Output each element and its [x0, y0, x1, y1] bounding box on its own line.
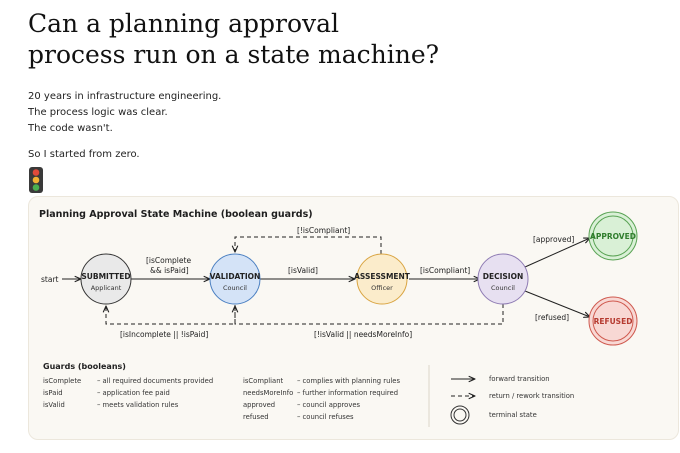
state-refused: REFUSED: [588, 296, 638, 346]
guard-description: – meets validation rules: [97, 401, 179, 409]
state-submitted-shape: [80, 253, 132, 305]
edge-label-assessment-validation: [!isCompliant]: [297, 226, 350, 235]
state-assessment-title: ASSESSMENT: [354, 272, 411, 281]
state-refused-shape: [588, 296, 638, 346]
traffic-light-icon: [28, 166, 44, 198]
guard-key: approved: [243, 401, 275, 409]
intro-closing: So I started from zero.: [28, 149, 140, 160]
state-assessment-role: Officer: [371, 284, 393, 292]
state-approved-terminal-ring: [592, 215, 634, 257]
state-validation: VALIDATION Council: [209, 253, 261, 305]
state-approved: APPROVED: [588, 211, 638, 261]
guard-key: isPaid: [43, 389, 63, 397]
legend-terminal-icon-ring: [453, 408, 467, 422]
state-machine-card: Planning Approval State Machine (boolean…: [28, 196, 679, 440]
state-decision: DECISION Council: [477, 253, 529, 305]
guard-key: refused: [243, 413, 269, 421]
edge-label-validation-assessment: [isValid]: [288, 266, 318, 275]
state-decision-role: Council: [491, 284, 515, 292]
legend-terminal-label: terminal state: [489, 411, 537, 419]
guard-key: isValid: [43, 401, 65, 409]
state-submitted-role: Applicant: [91, 284, 122, 292]
state-validation-role: Council: [223, 284, 247, 292]
edge-label-decision-refused: [refused]: [535, 313, 569, 322]
intro-line: The code wasn't.: [28, 123, 113, 134]
guard-description: – council refuses: [297, 413, 354, 421]
state-decision-shape: [477, 253, 529, 305]
guard-key: isComplete: [43, 377, 81, 385]
return-decision-validation: [235, 304, 504, 325]
guards-heading: Guards (booleans): [43, 362, 126, 371]
edge-label-validation-submitted: [isIncomplete || !isPaid]: [120, 330, 208, 339]
state-refused-terminal-ring: [592, 300, 634, 342]
transition-decision-refused: [524, 290, 590, 317]
guard-description: – complies with planning rules: [297, 377, 400, 385]
state-approved-title: APPROVED: [590, 232, 636, 241]
return-validation-submitted: [106, 305, 236, 325]
state-refused-title: REFUSED: [594, 317, 633, 326]
edge-label-assessment-decision: [isCompliant]: [420, 266, 470, 275]
state-machine-diagram: Planning Approval State Machine (boolean…: [39, 209, 638, 427]
headline-line-1: Can a planning approval: [28, 9, 340, 38]
legend-forward-label: forward transition: [489, 375, 550, 383]
state-approved-shape: [588, 211, 638, 261]
guard-description: – further information required: [297, 389, 398, 397]
intro-line: 20 years in infrastructure engineering.: [28, 91, 222, 102]
headline-line-2: process run on a state machine?: [28, 40, 440, 69]
edge-label-submitted-validation: [isComplete: [146, 256, 191, 265]
state-decision-title: DECISION: [483, 272, 524, 281]
edge-label-decision-validation: [!isValid || needsMoreInfo]: [314, 330, 412, 339]
intro-text: 20 years in infrastructure engineering. …: [28, 89, 221, 163]
intro-line: The process logic was clear.: [28, 107, 168, 118]
edge-label-decision-approved: [approved]: [533, 235, 574, 244]
state-validation-title: VALIDATION: [210, 272, 261, 281]
guard-key: isCompliant: [243, 377, 284, 385]
guard-description: – all required documents provided: [97, 377, 213, 385]
guard-description: – application fee paid: [97, 389, 170, 397]
legend-terminal-icon: [450, 405, 470, 425]
transition-decision-approved: [524, 238, 590, 268]
state-assessment: ASSESSMENT Officer: [354, 253, 411, 305]
return-assessment-validation: [235, 236, 382, 254]
diagram-title: Planning Approval State Machine (boolean…: [39, 209, 313, 220]
start-label: start: [41, 275, 59, 284]
state-assessment-shape: [356, 253, 408, 305]
state-submitted-title: SUBMITTED: [81, 272, 130, 281]
guard-key: needsMoreInfo: [243, 389, 293, 397]
state-submitted: SUBMITTED Applicant: [80, 253, 132, 305]
edge-label-submitted-validation: && isPaid]: [150, 266, 189, 275]
state-validation-shape: [209, 253, 261, 305]
page-headline: Can a planning approval process run on a…: [28, 8, 588, 70]
legend-return-label: return / rework transition: [489, 392, 574, 400]
guard-description: – council approves: [297, 401, 361, 409]
